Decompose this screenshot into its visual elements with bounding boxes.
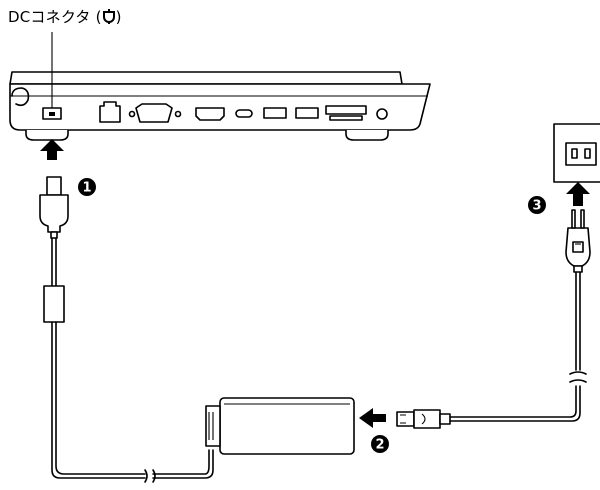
ac-cord-lower [449,385,581,422]
laptop-foot-rear [345,130,389,141]
usb-a-port-2 [295,107,319,119]
ac-cord-connector-boot [439,413,451,425]
ac-plug-prong-right [580,209,585,229]
ac-cord-connector-grip [421,413,426,425]
ac-plug-prong-left [571,209,576,229]
ac-plug-label [572,241,584,253]
hdmi-port [195,107,225,121]
ac-adapter-body [219,397,355,455]
ac-plug-strain-relief [573,265,583,273]
dc-power-icon [102,9,116,28]
wall-outlet-plate [553,123,600,183]
ac-cord-upper [575,269,581,371]
dc-plug-strain-relief [50,231,58,239]
laptop-side-view [9,71,431,141]
arrow-icon-insert-laptop [40,139,64,160]
wall-outlet [553,123,600,183]
wall-outlet-slot-right [584,148,591,159]
step-1-badge [78,178,96,196]
vga-screw-right [174,110,182,118]
usb-c-port [235,109,253,118]
ac-adapter [205,397,355,455]
arrow-icon-insert-outlet [566,182,590,206]
dc-cable-to-adapter [152,449,214,479]
usb-a-port-1 [263,107,287,119]
wall-outlet-slot-left [571,148,578,159]
dc-connector-callout-label: DCコネクタ () [8,6,122,28]
ac-adapter-boot-ridges [208,412,214,440]
lan-port [99,101,121,123]
vga-port [135,103,173,123]
step-2-badge [371,435,389,453]
laptop-lid [9,71,403,85]
dc-cable-lower [51,321,146,479]
vga-screw-left [128,110,136,118]
dc-connector-label-end: ) [115,8,122,26]
dc-connector-label-text: DCコネクタ ( [8,8,102,26]
dc-plug [39,176,69,239]
step-3-number: 3 [532,199,541,214]
wall-outlet-socket [565,142,597,166]
laptop-hinge [11,87,30,107]
sd-card-slot [325,105,367,115]
ac-plug [565,209,591,273]
sd-card-slot-lower [329,115,363,121]
laptop-base [9,83,431,131]
cable-break-mark-right [569,371,587,383]
dc-plug-body [39,194,69,233]
dc-cable-upper [51,237,57,287]
step-3-badge [528,196,546,214]
ac-cord-connector-pins [400,414,406,424]
laptop-foot-front [25,130,69,141]
cable-break-mark-bottom [144,469,156,483]
step-2-number: 2 [375,438,384,453]
ac-cord-connector [396,409,451,429]
ferrite-core [43,285,65,323]
step-1-number: 1 [82,181,91,196]
audio-jack [376,108,388,120]
arrow-icon-insert-adapter [359,408,386,428]
dc-connector-pin [49,112,55,116]
ac-cord-connector-head [396,411,415,427]
ac-cord-connector-body [413,409,441,429]
dc-plug-tip [46,176,62,196]
